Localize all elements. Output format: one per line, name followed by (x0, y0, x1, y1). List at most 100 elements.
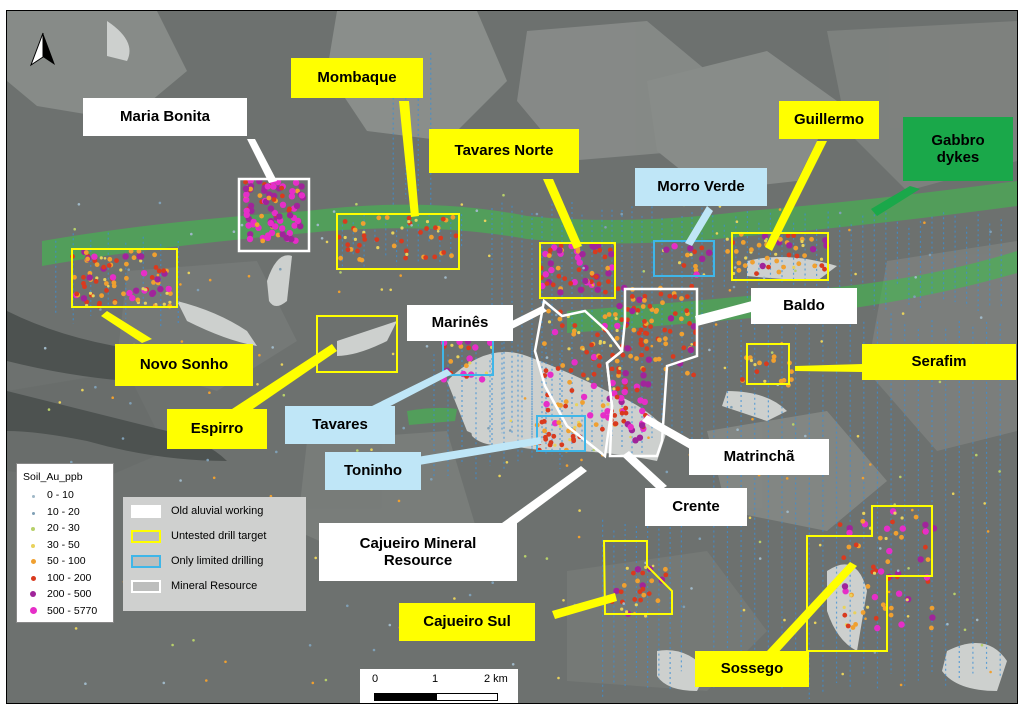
soil-sample-dot (853, 611, 857, 615)
soil-sample-dot (613, 312, 618, 317)
soil-sample-dot (542, 341, 547, 346)
soil-sample-dot (650, 344, 654, 348)
label-cajueiro-mineral-resource: Cajueiro Mineral Resource (319, 523, 517, 581)
soil-sample-dot (778, 236, 783, 242)
soil-sample-dot (450, 214, 456, 220)
label-matrincha: Matrinchã (689, 439, 829, 475)
soil-sample-dot (575, 248, 581, 254)
soil-sample-dot (651, 564, 655, 568)
soil-sample-dot (753, 363, 757, 367)
scale-label-0: 0 (372, 673, 379, 685)
soil-sample-dot (794, 269, 797, 273)
soil-sample-dot (841, 672, 844, 676)
soil-sample-dot (621, 388, 628, 396)
soil-legend-item: 200 - 500 (25, 588, 91, 600)
soil-sample-dot (725, 237, 729, 241)
soil-sample-dot (423, 255, 429, 260)
soil-sample-dot (687, 321, 692, 326)
soil-sample-dot (911, 508, 914, 512)
soil-sample-dot (667, 328, 673, 334)
soil-sample-dot (634, 356, 639, 361)
soil-sample-dot (206, 458, 209, 462)
soil-sample-dot (883, 525, 891, 532)
soil-sample-dot (298, 183, 305, 190)
soil-sample-dot (689, 253, 693, 257)
soil-sample-dot (625, 610, 629, 614)
soil-sample-dot (456, 355, 460, 359)
soil-sample-dot (714, 323, 718, 326)
soil-sample-dot (571, 438, 577, 444)
soil-sample-dot (605, 270, 612, 277)
soil-sample-dot (491, 581, 495, 584)
soil-sample-dot (208, 391, 211, 395)
soil-sample-dot (783, 618, 786, 622)
soil-sample-dot (614, 394, 620, 400)
soil-sample-dot (774, 252, 778, 256)
soil-sample-dot (819, 263, 825, 268)
soil-sample-dot (655, 598, 661, 604)
soil-sample-dot (642, 319, 647, 324)
soil-sample-dot (620, 212, 623, 216)
soil-sample-dot (928, 253, 932, 257)
soil-sample-dot (582, 264, 589, 272)
soil-sample-dot (576, 267, 582, 273)
soil-sample-dot (547, 371, 554, 378)
soil-sample-dot (690, 343, 693, 346)
soil-sample-dot (151, 280, 156, 285)
soil-sample-dot (794, 253, 800, 259)
soil-sample-dot (699, 245, 705, 251)
soil-sample-dot (511, 663, 515, 666)
soil-sample-dot (289, 188, 296, 195)
soil-sample-dot (224, 660, 227, 664)
soil-sample-dot (582, 348, 585, 351)
soil-sample-dot (679, 296, 684, 301)
soil-sample-dot (609, 366, 615, 372)
sossego-outline (806, 505, 933, 652)
soil-sample-dot (158, 201, 162, 205)
soil-sample-dot (663, 336, 668, 342)
soil-sample-dot (179, 479, 182, 482)
soil-sample-dot (269, 494, 273, 498)
soil-legend-item: 20 - 30 (25, 522, 80, 534)
soil-legend-label: 500 - 5770 (47, 604, 98, 617)
soil-legend-dot (31, 511, 35, 515)
soil-sample-dot (618, 589, 624, 595)
soil-sample-dot (633, 406, 637, 409)
soil-sample-dot (604, 408, 611, 415)
soil-sample-dot (845, 623, 851, 629)
soil-sample-dot (643, 338, 649, 344)
soil-sample-dot (580, 458, 583, 462)
soil-sample-dot (453, 597, 456, 600)
soil-sample-dot (846, 529, 853, 537)
soil-sample-dot (466, 355, 473, 362)
soil-sample-dot (311, 681, 315, 685)
soil-sample-dot (871, 564, 876, 570)
soil-sample-dot (140, 270, 148, 277)
soil-sample-dot (355, 248, 360, 254)
soil-sample-dot (582, 277, 589, 285)
soil-sample-dot (388, 623, 392, 627)
soil-sample-dot (980, 643, 984, 647)
soil-sample-dot (168, 300, 172, 304)
soil-sample-dot (728, 289, 732, 292)
soil-sample-dot (670, 354, 676, 359)
soil-sample-dot (541, 419, 547, 424)
soil-sample-dot (637, 397, 644, 404)
soil-sample-dot (590, 353, 598, 361)
soil-sample-dot (923, 221, 926, 224)
soil-sample-dot (425, 220, 430, 224)
soil-sample-dot (380, 288, 384, 291)
soil-sample-dot (786, 252, 792, 258)
soil-sample-dot (877, 535, 883, 541)
soil-sample-dot (594, 286, 601, 293)
soil-sample-dot (699, 255, 706, 262)
soil-sample-dot (613, 587, 620, 595)
soil-sample-dot (87, 270, 93, 276)
label-guillermo: Guillermo (779, 101, 879, 139)
soil-sample-dot (685, 370, 690, 376)
soil-sample-dot (604, 226, 607, 229)
soil-sample-dot (121, 437, 125, 440)
soil-sample-dot (925, 557, 931, 562)
soil-sample-dot (574, 254, 582, 261)
